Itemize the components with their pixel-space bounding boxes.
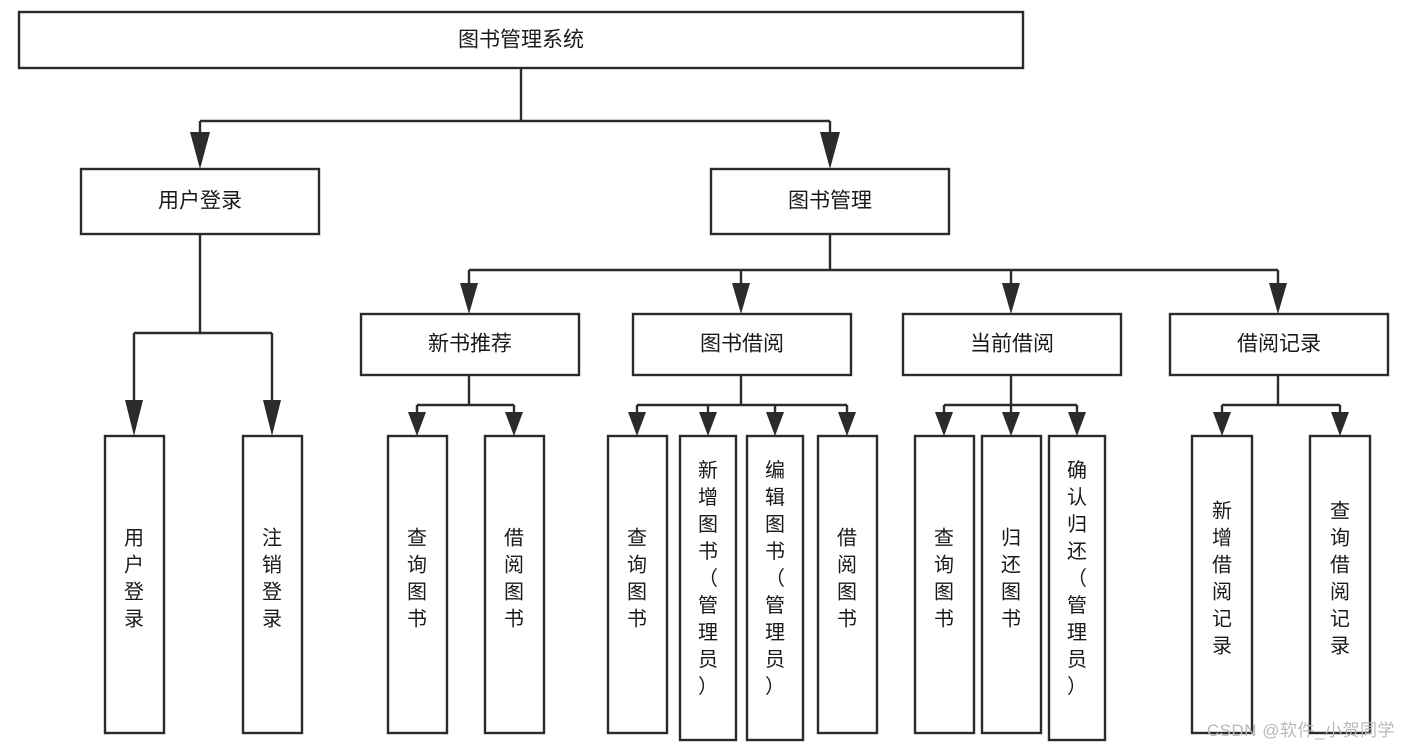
node-current-borrow[interactable]: 当前借阅 — [901, 312, 1123, 377]
node-leaf-return-book-label: 归还图书 — [1001, 527, 1021, 631]
node-leaf-logout[interactable]: 注销登录 — [241, 434, 304, 735]
node-leaf-confirm-return-box[interactable] — [1047, 434, 1107, 742]
node-leaf-query-book-2-box[interactable] — [606, 434, 669, 735]
arrow-head-leaf-query-record — [1331, 412, 1349, 436]
arrow-head-leaf-add-book — [699, 412, 717, 436]
arrow-head-leaf-confirm-return — [1068, 412, 1086, 436]
node-current-borrow-box[interactable] — [901, 312, 1123, 377]
node-leaf-borrow-book-2-label: 借阅图书 — [837, 527, 857, 631]
arrow-head-user-login — [190, 132, 210, 169]
arrow-head-leaf-query-book-2 — [628, 412, 646, 436]
node-leaf-borrow-book-1-box[interactable] — [483, 434, 546, 735]
node-leaf-add-record[interactable]: 新增借阅记录 — [1190, 434, 1254, 735]
node-leaf-confirm-return-label: 确认归还（管理员） — [1067, 459, 1087, 698]
node-book-manage[interactable]: 图书管理 — [709, 167, 951, 236]
node-book-borrow-label: 图书借阅 — [700, 333, 784, 356]
node-leaf-borrow-book-1[interactable]: 借阅图书 — [483, 434, 546, 735]
arrow-head-leaf-query-book-1 — [408, 412, 426, 436]
node-leaf-query-book-2-label: 查询图书 — [627, 527, 647, 631]
node-leaf-query-record-label: 查询借阅记录 — [1330, 500, 1350, 658]
node-leaf-return-book-box[interactable] — [980, 434, 1043, 735]
node-leaf-return-book[interactable]: 归还图书 — [980, 434, 1043, 735]
node-leaf-user-login-label: 用户登录 — [124, 528, 144, 631]
node-leaf-add-record-box[interactable] — [1190, 434, 1254, 735]
node-leaf-borrow-book-2-box[interactable] — [816, 434, 879, 735]
arrow-head-new-book-recommend — [460, 283, 478, 314]
node-book-manage-label: 图书管理 — [788, 190, 872, 213]
node-user-login[interactable]: 用户登录 — [79, 167, 321, 236]
node-leaf-add-book-box[interactable] — [678, 434, 738, 742]
node-new-book-recommend-label: 新书推荐 — [428, 333, 512, 356]
arrow-head-leaf-user-login — [125, 400, 143, 436]
node-current-borrow-label: 当前借阅 — [970, 333, 1054, 356]
node-leaf-logout-label: 注销登录 — [262, 527, 282, 631]
node-leaf-query-book-3-box[interactable] — [913, 434, 976, 735]
node-leaf-add-record-label: 新增借阅记录 — [1212, 500, 1232, 658]
node-leaf-edit-book[interactable]: 编辑图书（管理员） — [745, 434, 805, 742]
arrow-head-leaf-logout — [263, 400, 281, 436]
arrow-head-leaf-query-book-3 — [935, 412, 953, 436]
node-leaf-edit-book-box[interactable] — [745, 434, 805, 742]
node-leaf-edit-book-label: 编辑图书（管理员） — [765, 459, 785, 698]
leaf-node-layer: 用户登录 注销登录 查询图书 借阅图书 查询图书 — [103, 434, 1372, 742]
node-book-borrow[interactable]: 图书借阅 — [631, 312, 853, 377]
node-leaf-borrow-book-1-label: 借阅图书 — [504, 527, 524, 631]
node-user-login-label: 用户登录 — [158, 190, 242, 213]
node-borrow-record-label: 借阅记录 — [1237, 333, 1321, 356]
node-leaf-query-book-3-label: 查询图书 — [934, 527, 954, 631]
node-borrow-record[interactable]: 借阅记录 — [1168, 312, 1390, 377]
arrow-head-leaf-borrow-book-2 — [838, 412, 856, 436]
node-leaf-query-book-3[interactable]: 查询图书 — [913, 434, 976, 735]
connector-layer — [125, 68, 1349, 436]
arrow-head-leaf-return-book — [1002, 412, 1020, 436]
node-new-book-recommend-box[interactable] — [359, 312, 581, 377]
node-borrow-record-box[interactable] — [1168, 312, 1390, 377]
node-leaf-query-book-1[interactable]: 查询图书 — [386, 434, 449, 735]
node-root-label: 图书管理系统 — [458, 29, 584, 52]
node-leaf-query-book-1-label: 查询图书 — [407, 527, 427, 631]
node-leaf-query-book-1-box[interactable] — [386, 434, 449, 735]
node-leaf-query-record-box[interactable] — [1308, 434, 1372, 735]
arrow-head-leaf-edit-book — [766, 412, 784, 436]
node-leaf-user-login-box[interactable] — [103, 434, 166, 735]
arrow-head-current-borrow — [1002, 283, 1020, 314]
arrow-head-leaf-add-record — [1213, 412, 1231, 436]
node-root[interactable]: 图书管理系统 — [17, 10, 1025, 70]
arrow-head-book-manage — [820, 132, 840, 169]
arrow-head-borrow-record — [1269, 283, 1287, 314]
node-user-login-box[interactable] — [79, 167, 321, 236]
node-leaf-logout-box[interactable] — [241, 434, 304, 735]
node-leaf-user-login[interactable]: 用户登录 — [103, 434, 166, 735]
node-book-borrow-box[interactable] — [631, 312, 853, 377]
arrow-head-book-borrow — [732, 283, 750, 314]
node-new-book-recommend[interactable]: 新书推荐 — [359, 312, 581, 377]
node-book-manage-box[interactable] — [709, 167, 951, 236]
csdn-watermark: CSDN @软件_小贺同学 — [1206, 721, 1395, 740]
node-leaf-borrow-book-2[interactable]: 借阅图书 — [816, 434, 879, 735]
node-leaf-query-record[interactable]: 查询借阅记录 — [1308, 434, 1372, 735]
node-leaf-add-book-label: 新增图书（管理员） — [698, 459, 718, 698]
node-leaf-add-book[interactable]: 新增图书（管理员） — [678, 434, 738, 742]
node-leaf-confirm-return[interactable]: 确认归还（管理员） — [1047, 434, 1107, 742]
node-root-box[interactable] — [17, 10, 1025, 70]
arrow-head-leaf-borrow-book-1 — [505, 412, 523, 436]
node-layer: 图书管理系统 用户登录 图书管理 新书推荐 图书借阅 当前 — [17, 10, 1390, 742]
node-leaf-query-book-2[interactable]: 查询图书 — [606, 434, 669, 735]
